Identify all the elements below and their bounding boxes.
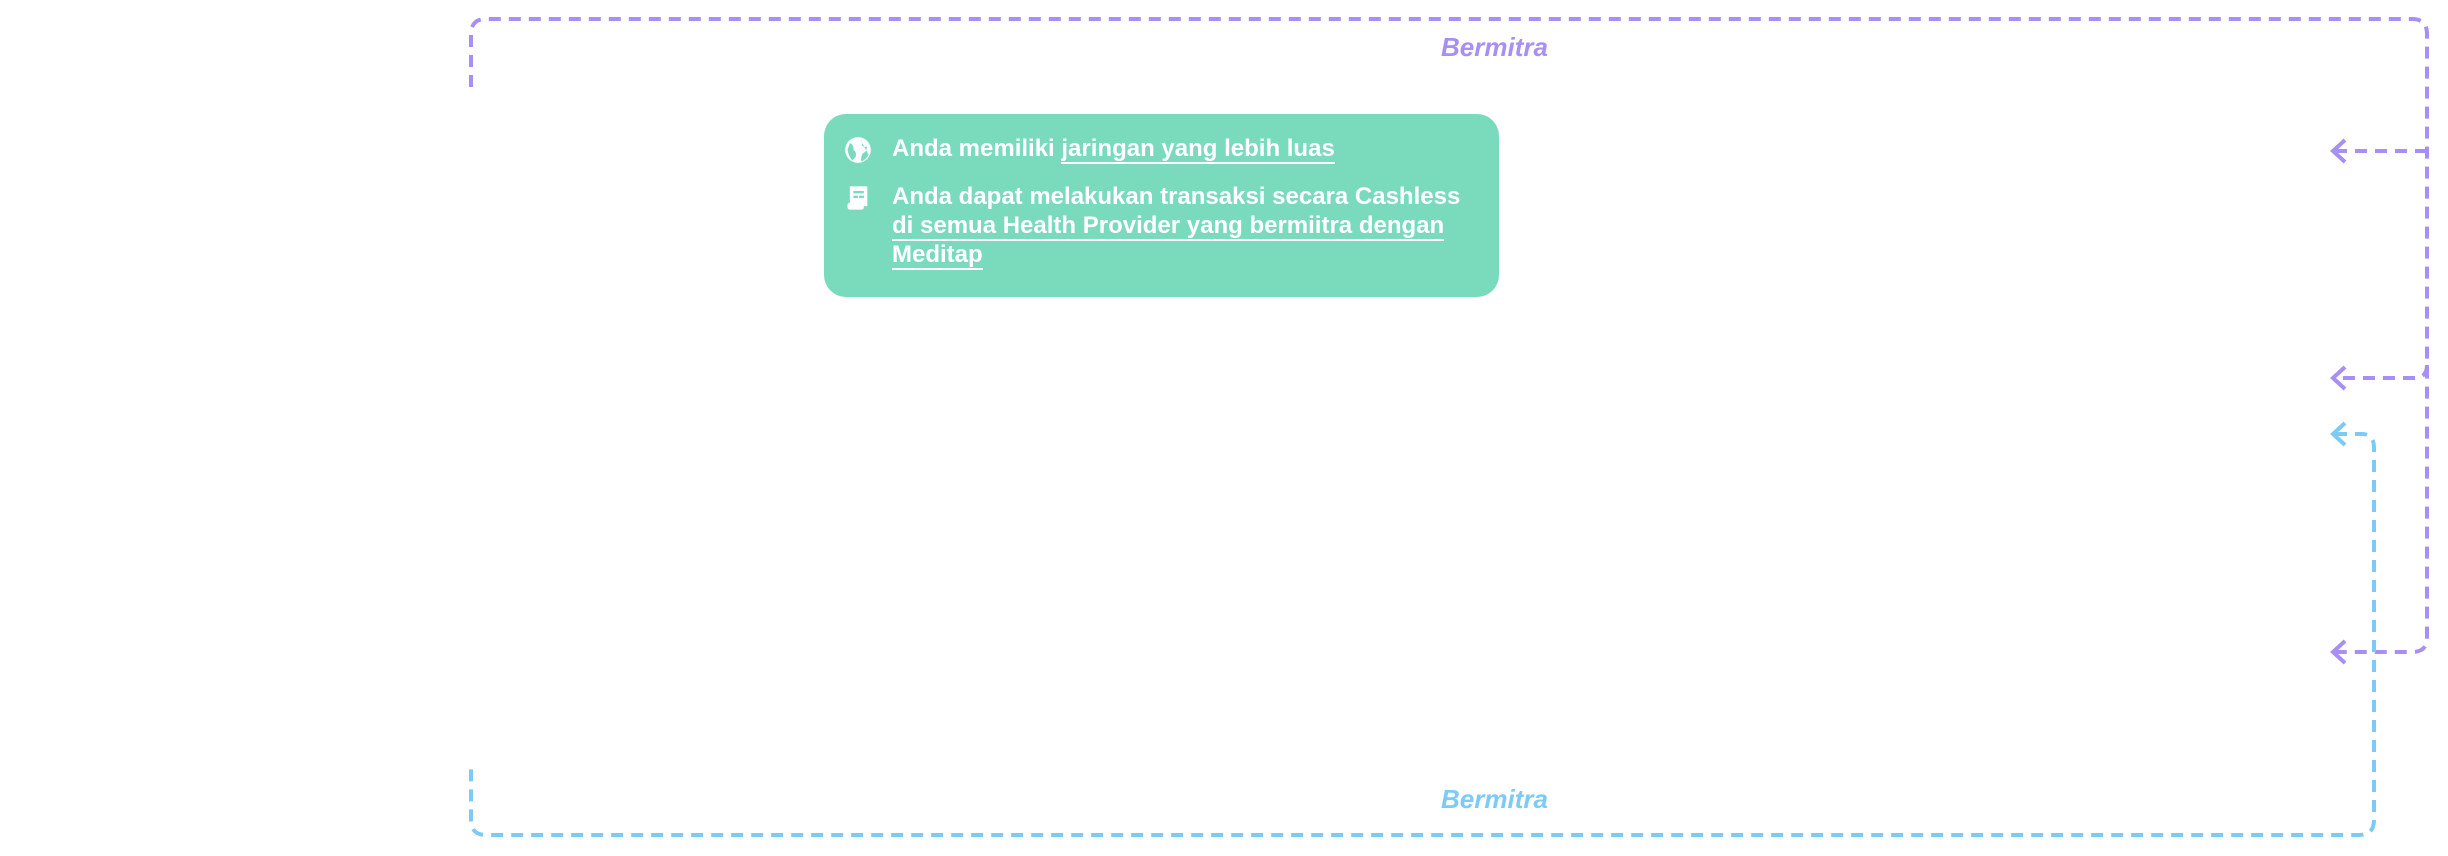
bermitra-label-top: Bermitra — [1441, 32, 1548, 62]
benefit-link[interactable]: di semua Health Provider yang bermiitra … — [892, 212, 1445, 270]
globe-icon — [845, 137, 871, 163]
arrow-head-icon — [2330, 639, 2347, 665]
benefit-text: Anda memiliki — [892, 135, 1062, 162]
benefits-card: Anda memiliki jaringan yang lebih luas A… — [824, 114, 1499, 297]
receipt-icon — [847, 186, 868, 210]
blue-bracket — [469, 432, 2376, 837]
arrow-head-icon — [2330, 365, 2347, 391]
benefit-item: Anda dapat melakukan transaksi secara Ca… — [844, 182, 1469, 270]
benefit-link[interactable]: jaringan yang lebih luas — [1061, 135, 1335, 164]
purple-bracket — [469, 17, 2429, 654]
benefit-text: Anda dapat melakukan transaksi secara Ca… — [892, 183, 1461, 210]
bermitra-label-bottom: Bermitra — [1441, 784, 1548, 814]
arrow-head-icon — [2330, 421, 2347, 447]
benefit-item: Anda memiliki jaringan yang lebih luas — [844, 134, 1469, 164]
purple-branch-2 — [2335, 364, 2429, 380]
arrow-head-icon — [2330, 138, 2347, 164]
